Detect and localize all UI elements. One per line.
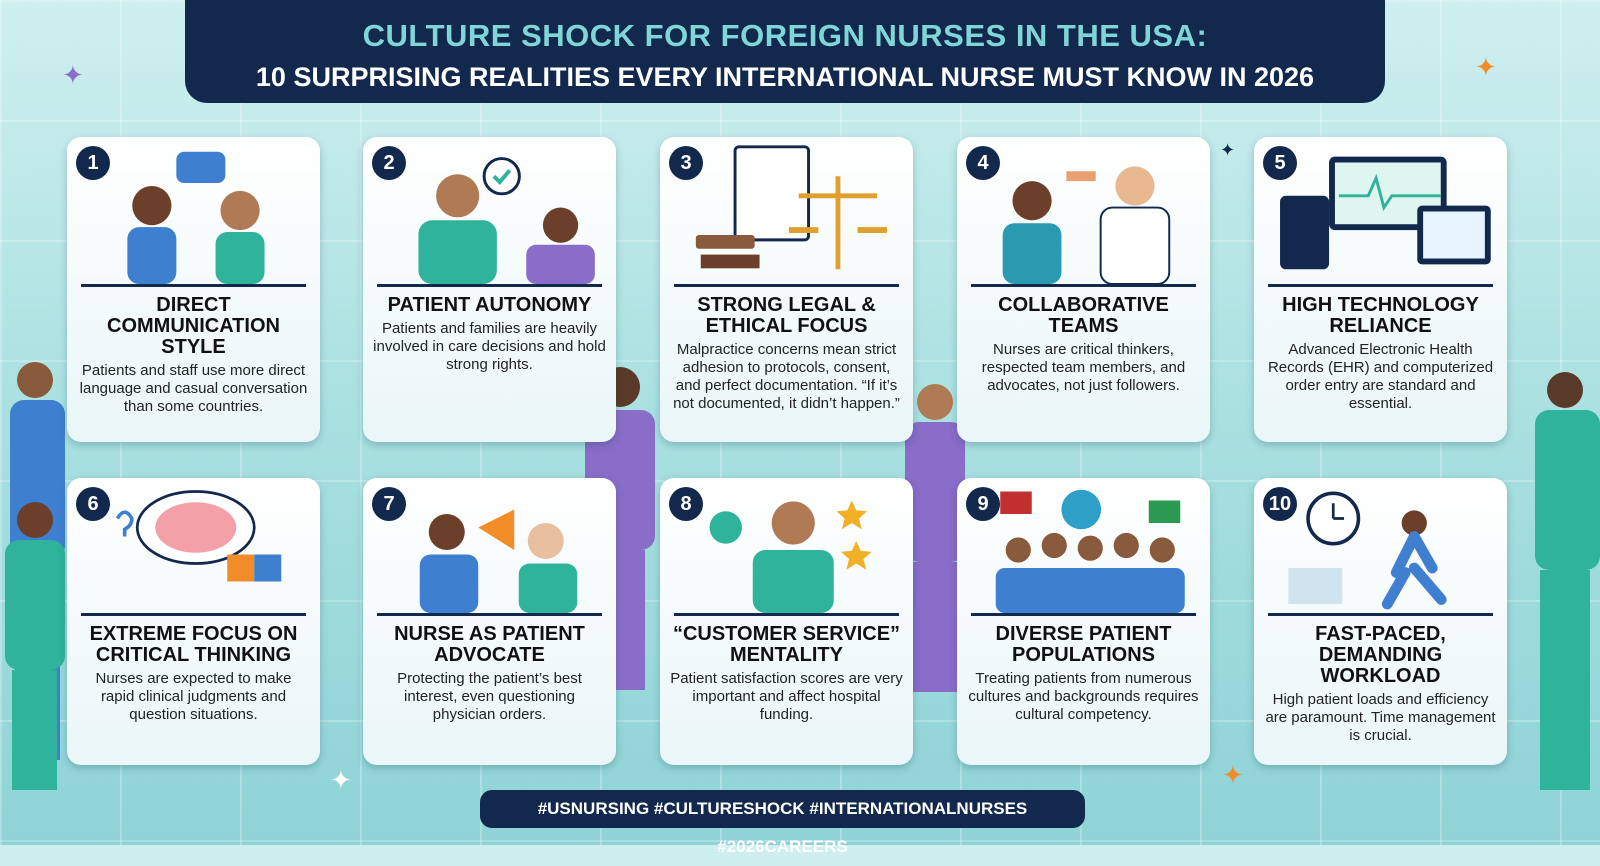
card-illustration [674, 137, 899, 287]
reality-card: 7 Nurse as Patient Advocate Protecting t… [363, 478, 616, 765]
nurse-figure-illustration [5, 502, 65, 790]
card-title: High Technology Reliance [1282, 294, 1479, 337]
card-number-badge: 7 [372, 487, 406, 521]
card-illustration [1268, 137, 1493, 287]
card-title: Nurse as Patient Advocate [394, 623, 585, 666]
card-description: Nurses are critical thinkers, respected … [981, 341, 1186, 394]
card-illustration [971, 478, 1196, 616]
sparkle-icon: ✦ [62, 60, 84, 90]
sparkle-icon: ✦ [1475, 52, 1497, 82]
reality-card: 4 Collaborative Teams Nurses are critica… [957, 137, 1210, 442]
nurse-figure-illustration [1535, 372, 1600, 790]
card-number-badge: 5 [1263, 146, 1297, 180]
card-number-badge: 1 [76, 146, 110, 180]
card-title: Extreme Focus on Critical Thinking [89, 623, 298, 666]
reality-card: 6 Extreme Focus on Critical Thinking Nur… [67, 478, 320, 765]
card-number-badge: 8 [669, 487, 703, 521]
card-illustration [81, 137, 306, 287]
reality-card: 10 Fast-Paced, Demanding Workload High p… [1254, 478, 1507, 765]
nurse-figure-illustration [585, 367, 655, 690]
card-description: Nurses are expected to make rapid clinic… [95, 670, 292, 723]
reality-card: 8 “Customer Service” Mentality Patient s… [660, 478, 913, 765]
card-description: Patient satisfaction scores are very imp… [670, 670, 903, 723]
card-number-badge: 9 [966, 487, 1000, 521]
reality-card: 9 Diverse Patient Populations Treating p… [957, 478, 1210, 765]
main-title: CULTURE SHOCK FOR FOREIGN NURSES IN THE … [362, 18, 1208, 53]
card-title: Direct Communication Style [107, 294, 280, 358]
hashtag-banner: #USNURSING #CULTURESHOCK #INTERNATIONALN… [480, 790, 1085, 856]
card-description: High patient loads and efficiency are pa… [1265, 691, 1496, 744]
card-illustration [674, 478, 899, 616]
sparkle-icon: ✦ [1222, 760, 1244, 790]
card-title: Collaborative Teams [998, 294, 1169, 337]
sparkle-icon: ✦ [1220, 140, 1236, 160]
card-illustration [971, 137, 1196, 287]
nurse-figure-illustration [905, 384, 965, 692]
card-number-badge: 6 [76, 487, 110, 521]
card-number-badge: 2 [372, 146, 406, 180]
card-title: Diverse Patient Populations [995, 623, 1172, 666]
subtitle: 10 SURPRISING REALITIES EVERY INTERNATIO… [255, 62, 1315, 92]
reality-card: 5 High Technology Reliance Advanced Elec… [1254, 137, 1507, 442]
card-description: Patients and staff use more direct langu… [79, 362, 308, 415]
card-illustration [1268, 478, 1493, 616]
reality-card: 2 Patient Autonomy Patients and families… [363, 137, 616, 442]
card-title: Strong Legal & Ethical Focus [697, 294, 876, 337]
reality-card: 3 Strong Legal & Ethical Focus Malpracti… [660, 137, 913, 442]
reality-card: 1 Direct Communication Style Patients an… [67, 137, 320, 442]
title-banner: CULTURE SHOCK FOR FOREIGN NURSES IN THE … [185, 0, 1385, 103]
card-illustration [377, 478, 602, 616]
card-title: Fast-Paced, Demanding Workload [1315, 623, 1446, 687]
card-description: Treating patients from numerous cultures… [968, 670, 1199, 723]
card-number-badge: 3 [669, 146, 703, 180]
card-title: Patient Autonomy [387, 294, 592, 316]
card-title: “Customer Service” Mentality [672, 623, 901, 666]
card-illustration [81, 478, 306, 616]
card-number-badge: 4 [966, 146, 1000, 180]
card-description: Malpractice concerns mean strict adhesio… [673, 341, 900, 412]
card-description: Advanced Electronic Health Records (EHR)… [1267, 341, 1494, 412]
card-illustration [377, 137, 602, 287]
card-number-badge: 10 [1263, 487, 1297, 521]
sparkle-icon: ✦ [330, 765, 352, 795]
card-description: Patients and families are heavily involv… [373, 320, 606, 373]
card-description: Protecting the patient’s best interest, … [397, 670, 582, 723]
